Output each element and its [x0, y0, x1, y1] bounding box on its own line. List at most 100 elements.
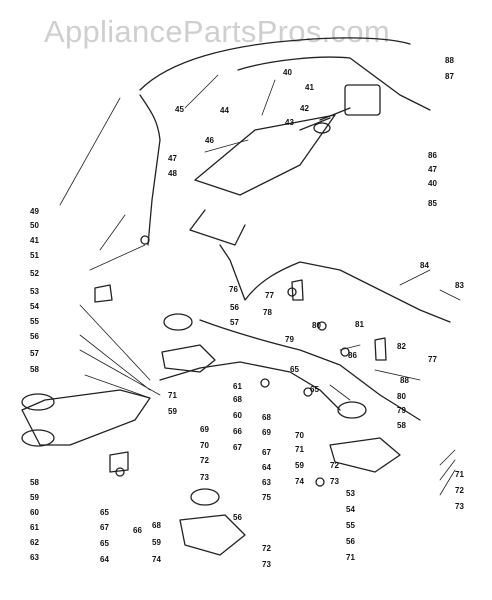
callout-67: 67 — [262, 448, 271, 457]
callout-59: 59 — [152, 538, 161, 547]
callout-40: 40 — [428, 179, 437, 188]
right-burner-cap — [337, 401, 367, 419]
top-gas-tube — [139, 37, 411, 91]
callout-77: 77 — [428, 355, 437, 364]
callout-87: 87 — [445, 72, 454, 81]
callout-59: 59 — [30, 493, 39, 502]
callout-68: 68 — [262, 413, 271, 422]
callout-numbers: 88 87 86 47 40 85 40 41 42 43 44 45 46 47 48 49 50 41 51 52… — [30, 56, 464, 569]
callout-73: 73 — [330, 477, 339, 486]
callout-72: 72 — [200, 456, 209, 465]
callout-60: 60 — [233, 411, 242, 420]
callout-83: 83 — [455, 281, 464, 290]
callout-62: 62 — [30, 538, 39, 547]
callout-64: 64 — [262, 463, 271, 472]
callout-57: 57 — [230, 318, 239, 327]
callout-65: 65 — [290, 365, 299, 374]
callout-88: 88 — [400, 376, 409, 385]
bottom-burner-cap — [190, 488, 220, 506]
callout-86: 86 — [428, 151, 437, 160]
callout-50: 50 — [30, 221, 39, 230]
callout-40: 40 — [283, 68, 292, 77]
callout-42: 42 — [300, 104, 309, 113]
callout-82: 82 — [397, 342, 406, 351]
callout-44: 44 — [220, 106, 229, 115]
callout-73: 73 — [262, 560, 271, 569]
callout-80: 80 — [312, 321, 321, 330]
callout-67: 67 — [100, 523, 109, 532]
valve-body — [344, 84, 381, 116]
callout-79: 79 — [397, 406, 406, 415]
callout-58: 58 — [397, 421, 406, 430]
callout-65: 65 — [100, 508, 109, 517]
callout-76: 76 — [229, 285, 238, 294]
callout-57: 57 — [30, 349, 39, 358]
callout-71: 71 — [168, 391, 177, 400]
callout-70: 70 — [200, 441, 209, 450]
callout-68: 68 — [152, 521, 161, 530]
callout-74: 74 — [295, 477, 304, 486]
callout-75: 75 — [262, 493, 271, 502]
callout-88: 88 — [445, 56, 454, 65]
callout-72: 72 — [455, 486, 464, 495]
callout-51: 51 — [30, 251, 39, 260]
callout-85: 85 — [428, 199, 437, 208]
callout-61: 61 — [30, 523, 39, 532]
callout-46: 46 — [205, 136, 214, 145]
callout-64: 64 — [100, 555, 109, 564]
callout-58: 58 — [30, 365, 39, 374]
callout-54: 54 — [346, 505, 355, 514]
manifold-tube — [219, 244, 451, 323]
callout-81: 81 — [355, 320, 364, 329]
callout-60: 60 — [30, 508, 39, 517]
callout-55: 55 — [346, 521, 355, 530]
callout-66: 66 — [233, 427, 242, 436]
callout-63: 63 — [30, 553, 39, 562]
callout-72: 72 — [262, 544, 271, 553]
callout-86: 86 — [348, 351, 357, 360]
callout-71: 71 — [455, 470, 464, 479]
callout-65: 65 — [310, 385, 319, 394]
callout-73: 73 — [455, 502, 464, 511]
callout-43: 43 — [285, 118, 294, 127]
callout-59: 59 — [168, 407, 177, 416]
callout-52: 52 — [30, 269, 39, 278]
callout-56: 56 — [230, 303, 239, 312]
callout-78: 78 — [263, 308, 272, 317]
callout-45: 45 — [175, 105, 184, 114]
callout-47: 47 — [168, 154, 177, 163]
callout-49: 49 — [30, 207, 39, 216]
callout-41: 41 — [305, 83, 314, 92]
callout-47: 47 — [428, 165, 437, 174]
callout-69: 69 — [262, 428, 271, 437]
callout-53: 53 — [30, 287, 39, 296]
callout-53: 53 — [346, 489, 355, 498]
callout-74: 74 — [152, 555, 161, 564]
callout-79: 79 — [285, 335, 294, 344]
callout-71: 71 — [295, 445, 304, 454]
callout-66: 66 — [133, 526, 142, 535]
callout-71: 71 — [346, 553, 355, 562]
callout-68: 68 — [233, 395, 242, 404]
callout-61: 61 — [233, 382, 242, 391]
callout-55: 55 — [30, 317, 39, 326]
callout-56: 56 — [30, 332, 39, 341]
mid-burner-cap — [163, 313, 193, 331]
callout-70: 70 — [295, 431, 304, 440]
callout-54: 54 — [30, 302, 39, 311]
callout-56: 56 — [233, 513, 242, 522]
callout-80: 80 — [397, 392, 406, 401]
callout-77: 77 — [265, 291, 274, 300]
callout-69: 69 — [200, 425, 209, 434]
callout-48: 48 — [168, 169, 177, 178]
callout-41: 41 — [30, 236, 39, 245]
callout-56: 56 — [346, 537, 355, 546]
callout-59: 59 — [295, 461, 304, 470]
callout-63: 63 — [262, 478, 271, 487]
callout-58: 58 — [30, 478, 39, 487]
left-burner-arm — [21, 389, 151, 446]
callout-65: 65 — [100, 539, 109, 548]
callout-84: 84 — [420, 261, 429, 270]
